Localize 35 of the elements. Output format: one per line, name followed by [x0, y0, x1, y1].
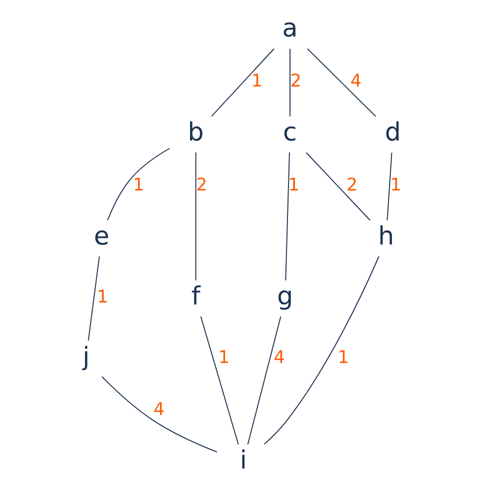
connector: [306, 48, 376, 117]
edge-label: 1: [132, 176, 144, 196]
edge-label: 2: [196, 176, 208, 196]
node-text: i: [240, 446, 247, 475]
connector: [386, 152, 392, 221]
connector: [101, 376, 218, 452]
edge-label: 1: [338, 348, 349, 368]
edge-label: 1: [390, 176, 402, 196]
edge-label: 4: [274, 348, 285, 368]
edge-label: 2: [290, 72, 302, 92]
connector: [88, 256, 100, 341]
edge-label: 1: [251, 72, 263, 92]
connector: [264, 256, 380, 445]
connector: [200, 316, 239, 445]
node-text: e: [94, 221, 110, 250]
connector: [247, 316, 282, 445]
edge-label: 4: [350, 72, 362, 92]
connector: [306, 152, 371, 221]
connector: [107, 148, 170, 221]
connector: [195, 152, 196, 281]
node-text: h: [378, 221, 394, 250]
node-text: c: [283, 117, 297, 146]
edge-label: 4: [153, 400, 164, 420]
edge-label: 1: [218, 348, 230, 368]
edge-label: 1: [288, 176, 300, 196]
node-text: g: [277, 282, 294, 311]
node-text: b: [188, 117, 204, 146]
connector: [211, 48, 274, 117]
edge-label: 1: [97, 288, 108, 308]
edge-label: 2: [346, 176, 358, 196]
node-text: j: [82, 342, 90, 371]
node-text: d: [384, 117, 401, 146]
node-text: a: [282, 14, 298, 43]
connector: [285, 152, 290, 281]
node-text: f: [191, 282, 200, 311]
